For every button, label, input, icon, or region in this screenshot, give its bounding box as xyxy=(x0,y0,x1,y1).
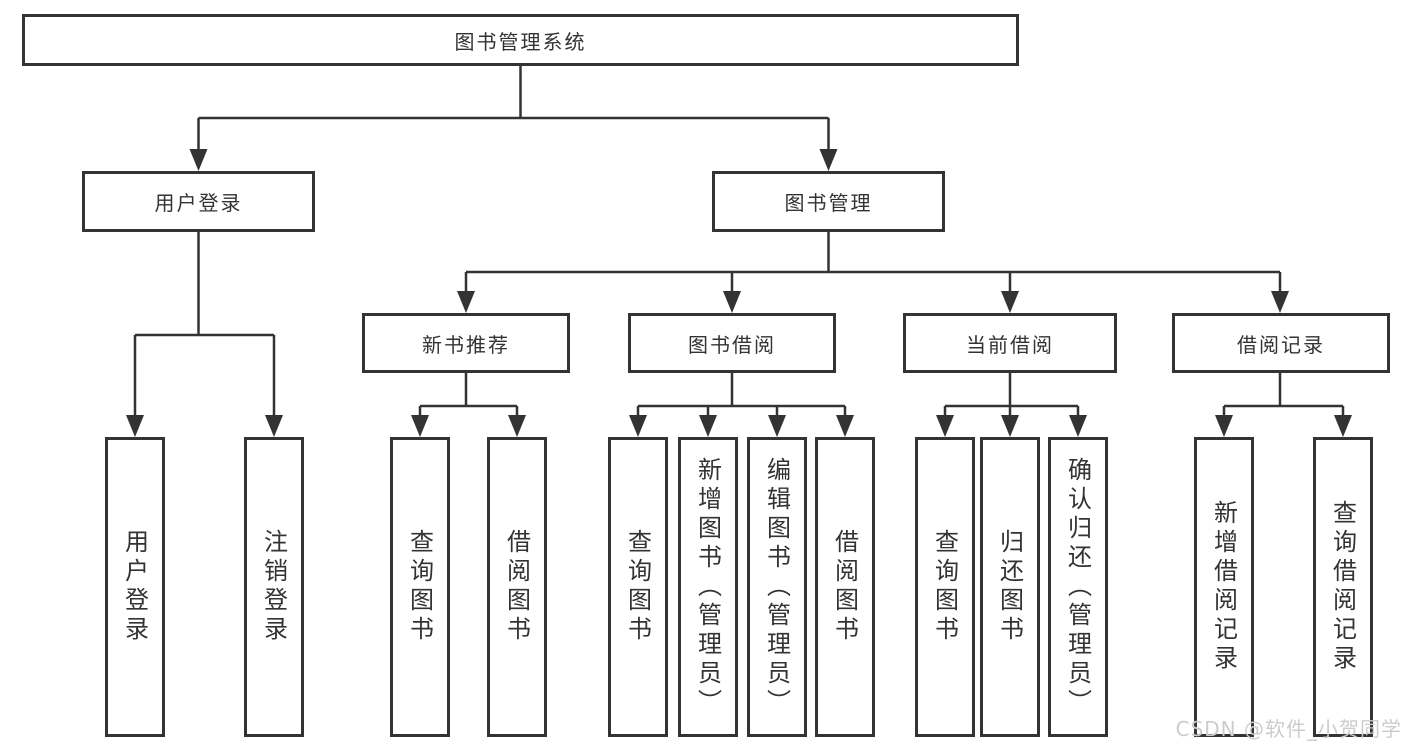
node-leaf-bb-add-book: 新增图书（管理员） xyxy=(678,437,738,737)
leaf-label: 注销登录 xyxy=(259,529,288,645)
node-leaf-user-login: 用户登录 xyxy=(105,437,165,737)
node-leaf-rec-borrow-book: 借阅图书 xyxy=(487,437,547,737)
node-leaf-cb-query-book: 查询图书 xyxy=(915,437,975,737)
node-current-borrow: 当前借阅 xyxy=(903,313,1117,373)
leaf-label: 归还图书 xyxy=(995,529,1024,645)
leaf-label: 借阅图书 xyxy=(502,529,531,645)
leaf-label: 查询图书 xyxy=(930,529,959,645)
node-leaf-bb-borrow-book: 借阅图书 xyxy=(815,437,875,737)
arrowheads xyxy=(126,149,1352,437)
node-leaf-cb-return-book: 归还图书 xyxy=(980,437,1040,737)
connector-paths xyxy=(133,64,1345,418)
node-book-mgmt-branch: 图书管理 xyxy=(712,171,945,232)
node-leaf-logout: 注销登录 xyxy=(244,437,304,737)
leaf-label: 查询借阅记录 xyxy=(1328,500,1357,674)
leaf-label: 借阅图书 xyxy=(830,529,859,645)
leaf-label: 新增图书（管理员） xyxy=(693,456,722,718)
leaf-label: 查询图书 xyxy=(405,529,434,645)
node-leaf-bb-query-book: 查询图书 xyxy=(608,437,668,737)
leaf-label: 编辑图书（管理员） xyxy=(762,456,791,718)
node-borrow-records: 借阅记录 xyxy=(1172,313,1390,373)
leaf-label: 查询图书 xyxy=(623,529,652,645)
node-leaf-cb-confirm-return: 确认归还（管理员） xyxy=(1048,437,1108,737)
node-root-system: 图书管理系统 xyxy=(22,14,1019,66)
leaf-label: 新增借阅记录 xyxy=(1209,500,1238,674)
node-user-login-branch: 用户登录 xyxy=(82,171,315,232)
node-leaf-br-add-record: 新增借阅记录 xyxy=(1194,437,1254,737)
node-leaf-br-query-record: 查询借阅记录 xyxy=(1313,437,1373,737)
node-new-book-rec: 新书推荐 xyxy=(362,313,570,373)
node-leaf-bb-edit-book: 编辑图书（管理员） xyxy=(747,437,807,737)
leaf-label: 确认归还（管理员） xyxy=(1063,456,1092,718)
node-leaf-rec-query-book: 查询图书 xyxy=(390,437,450,737)
leaf-label: 用户登录 xyxy=(120,529,149,645)
node-book-borrow: 图书借阅 xyxy=(628,313,836,373)
csdn-watermark: CSDN @软件_小贺同学 xyxy=(1175,717,1402,741)
